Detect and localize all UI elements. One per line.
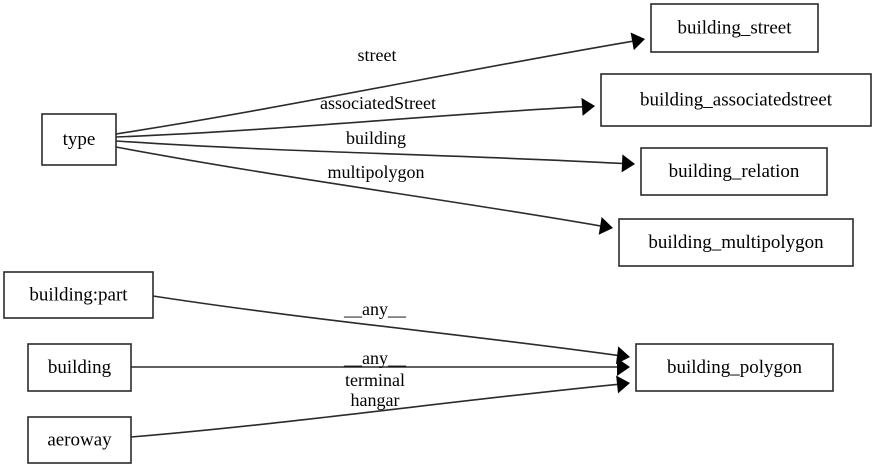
edge-arrowhead bbox=[581, 97, 595, 116]
edge-label: __any__ bbox=[343, 299, 407, 319]
graph-node-building[interactable]: building bbox=[27, 343, 132, 392]
edge-arrowhead bbox=[598, 217, 613, 235]
node-box[interactable] bbox=[635, 343, 834, 392]
node-label: building_relation bbox=[669, 161, 800, 182]
node-box[interactable] bbox=[650, 3, 819, 53]
edge-label: street bbox=[358, 45, 397, 65]
graph-node-type[interactable]: type bbox=[41, 113, 117, 166]
graph-node-building_polygon[interactable]: building_polygon bbox=[635, 343, 834, 392]
graph-node-building_associatedstreet[interactable]: building_associatedstreet bbox=[600, 73, 872, 127]
edge-arrowhead bbox=[630, 32, 645, 51]
edge-arrowhead bbox=[617, 358, 630, 376]
edge-labels-layer: street associatedStreet building multipolyg… bbox=[320, 45, 436, 410]
node-box[interactable] bbox=[618, 218, 854, 267]
edge-arrowhead bbox=[616, 375, 630, 394]
node-box[interactable] bbox=[640, 147, 828, 196]
graph-edge bbox=[130, 375, 630, 438]
graph-node-building_part[interactable]: building:part bbox=[3, 271, 154, 319]
edge-arrowhead bbox=[621, 154, 635, 173]
graph-edge bbox=[115, 146, 613, 235]
node-box[interactable] bbox=[600, 73, 872, 127]
edge-line bbox=[115, 106, 583, 138]
node-box[interactable] bbox=[27, 416, 132, 464]
node-box[interactable] bbox=[3, 271, 154, 319]
node-label: building_street bbox=[678, 17, 793, 38]
node-label: building_multipolygon bbox=[648, 232, 824, 253]
node-label: type bbox=[63, 129, 96, 150]
node-label: aeroway bbox=[47, 429, 112, 450]
edge-line bbox=[115, 40, 633, 135]
edge-line bbox=[115, 146, 601, 227]
edge-label: terminal bbox=[345, 370, 405, 390]
node-label: building_polygon bbox=[667, 357, 803, 378]
graph-edge bbox=[115, 140, 635, 173]
edge-label: associatedStreet bbox=[320, 93, 436, 113]
edge-label: multipolygon bbox=[327, 162, 424, 182]
graph-node-building_street[interactable]: building_street bbox=[650, 3, 819, 53]
node-box[interactable] bbox=[41, 113, 117, 166]
edge-label: __any__ bbox=[343, 348, 407, 368]
node-box[interactable] bbox=[27, 343, 132, 392]
graph-edge bbox=[115, 97, 595, 138]
node-label: building_associatedstreet bbox=[640, 89, 833, 110]
node-label: building bbox=[48, 357, 112, 378]
edge-label: hangar bbox=[351, 390, 400, 410]
nodes-layer: type building_street building_associatedst… bbox=[3, 3, 872, 464]
edge-line bbox=[115, 140, 623, 165]
node-label: building:part bbox=[29, 284, 128, 305]
graph-node-building_relation[interactable]: building_relation bbox=[640, 147, 828, 196]
graph-edge bbox=[131, 358, 630, 376]
graph-node-building_multipolygon[interactable]: building_multipolygon bbox=[618, 218, 854, 267]
edges-layer bbox=[115, 32, 645, 438]
edge-label: building bbox=[346, 128, 406, 148]
graph-node-aeroway[interactable]: aeroway bbox=[27, 416, 132, 464]
edge-line bbox=[152, 295, 618, 357]
graph-edge bbox=[115, 32, 645, 135]
edge-line bbox=[130, 383, 618, 438]
